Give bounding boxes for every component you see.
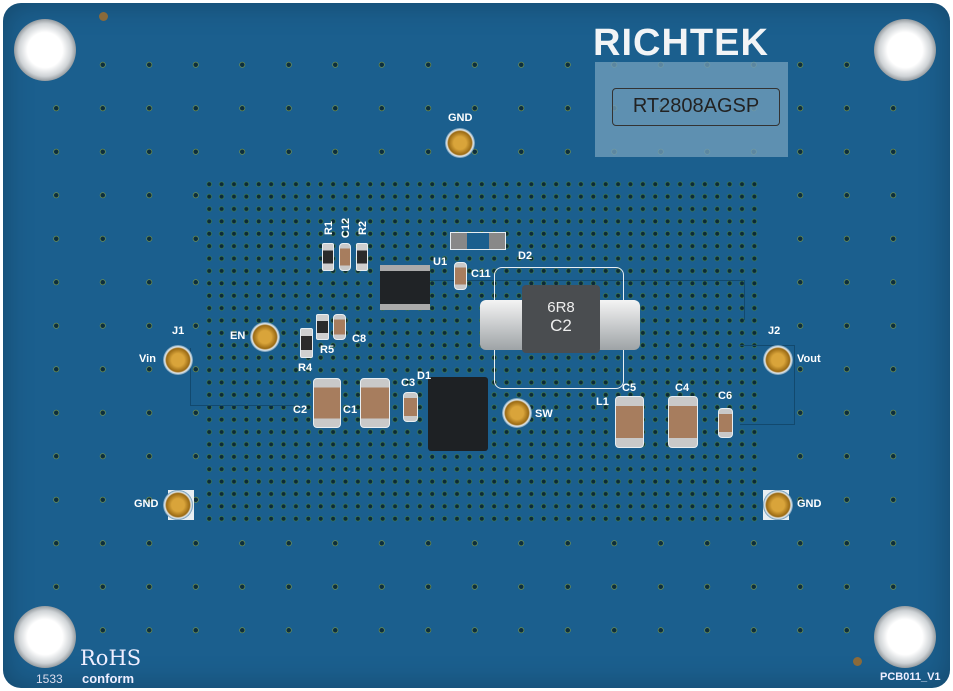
rohs-conform-label: conform [82,671,134,686]
capacitor-c1 [360,378,390,428]
resistor-r4 [300,328,313,358]
capacitor-c6 [718,408,733,438]
capacitor-c11 [454,262,467,290]
d2-label: D2 [518,250,533,262]
pcb-board [3,3,950,688]
part-number-label: RT2808AGSP [612,88,780,126]
mounting-hole [14,606,76,668]
capacitor-c3 [403,392,418,422]
resistor-r5 [316,314,329,340]
c1-label: C1 [343,404,358,416]
r1-label: R1 [323,220,336,236]
j1-label: J1 [172,325,185,337]
gnd-right-pin[interactable] [763,490,793,520]
vin-pin[interactable] [163,345,193,375]
trace [190,348,300,406]
resistor-r1 [322,243,334,271]
fiducial [853,657,862,666]
en-label: EN [230,330,246,342]
inductor-marking: 6R8 [547,299,575,316]
vin-label: Vin [139,353,156,365]
l1-label: L1 [596,396,609,408]
mounting-hole [874,19,936,81]
capacitor-c12 [339,243,351,271]
r2-label: R2 [357,220,370,236]
capacitor-c5 [615,396,644,448]
c3-label: C3 [401,377,416,389]
pcb-version: PCB011_V1 [880,671,941,683]
c2-label: C2 [293,404,308,416]
brand-logo: RICHTEK [593,22,769,64]
trace [430,280,745,320]
mounting-hole [874,606,936,668]
c8-label: C8 [352,333,367,345]
c5-label: C5 [622,382,637,394]
r4-label: R4 [298,362,313,374]
diode-d1 [428,377,488,451]
sw-pin[interactable] [502,398,532,428]
capacitor-c2 [313,378,341,428]
label-sticker [595,62,788,157]
c11-label: C11 [471,268,491,280]
mounting-hole [14,19,76,81]
en-pin[interactable] [250,322,280,352]
fiducial [99,12,108,21]
date-code: 1533 [36,672,63,686]
rohs-label: RoHS [80,646,142,670]
j2-label: J2 [768,325,781,337]
gnd-top-label: GND [448,112,473,124]
r5-label: R5 [320,344,335,356]
vout-label: Vout [797,353,821,365]
u1-label: U1 [433,256,448,268]
c4-label: C4 [675,382,690,394]
capacitor-c8 [333,314,346,340]
diode-d2 [450,232,506,250]
d1-label: D1 [417,370,432,382]
gnd-left-pin[interactable] [163,490,193,520]
c12-label: C12 [340,217,353,239]
c6-label: C6 [718,390,733,402]
gnd-top-pin[interactable] [445,128,475,158]
ic-u1 [380,265,430,310]
capacitor-c4 [668,396,698,448]
trace [740,345,795,425]
vout-pin[interactable] [763,345,793,375]
sw-label: SW [535,408,553,420]
resistor-r2 [356,243,368,271]
inductor-l1: 6R8 C2 [522,285,600,353]
gnd-right-label: GND [797,498,822,510]
gnd-left-label: GND [134,498,159,510]
inductor-marking-2: C2 [550,316,572,335]
